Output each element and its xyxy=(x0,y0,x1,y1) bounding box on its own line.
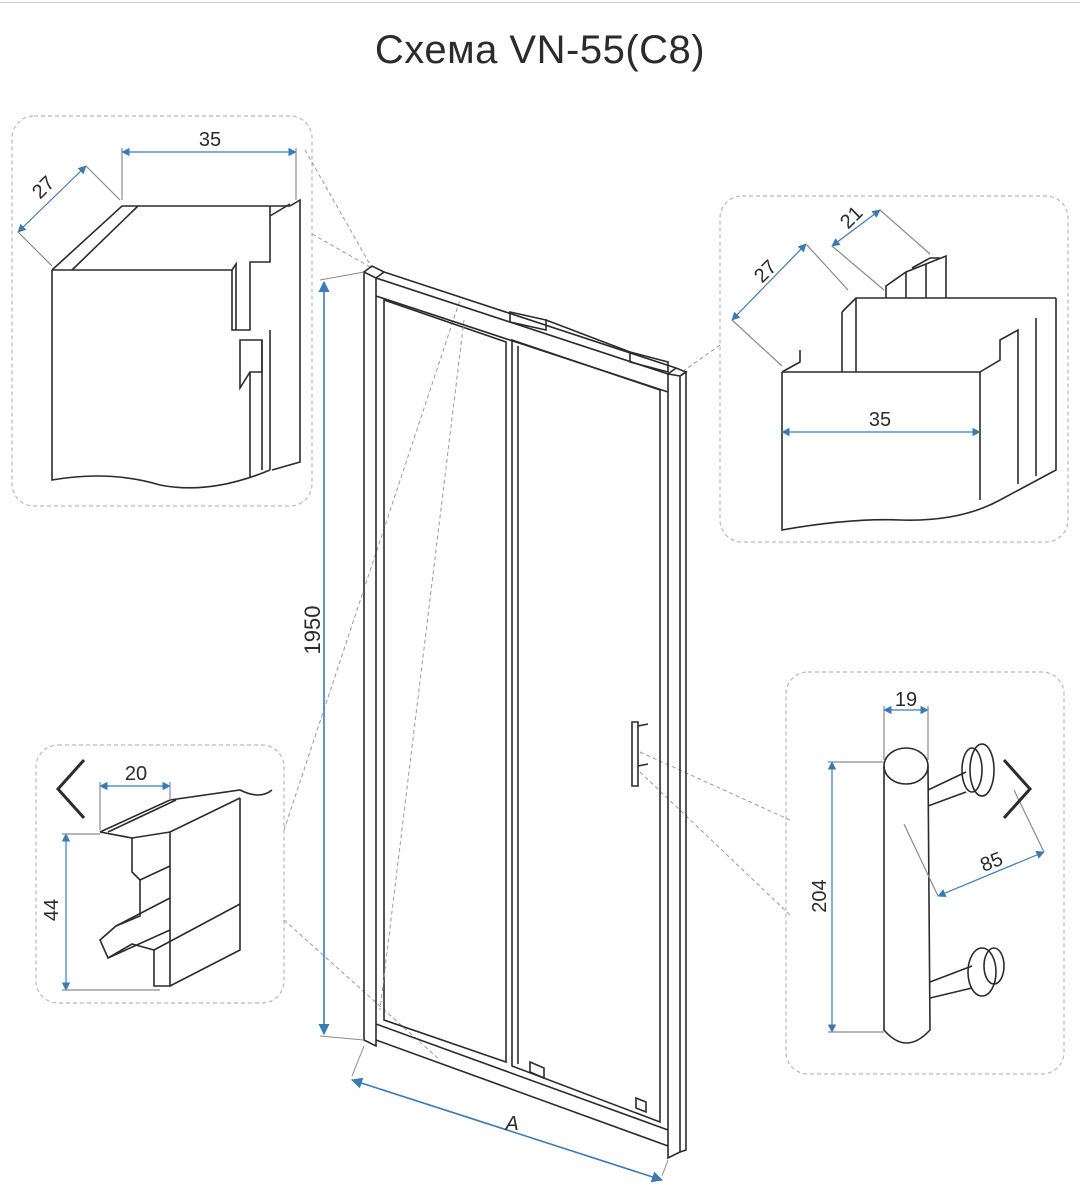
top-divider xyxy=(0,2,1080,3)
dim-handle xyxy=(827,705,1045,1033)
dim-label-21-right: 21 xyxy=(836,202,867,233)
dim-bottom-left xyxy=(61,781,171,991)
profile-top-left xyxy=(51,198,301,489)
page-title: Схема VN-55(C8) xyxy=(374,28,706,72)
dim-label-35-left: 35 xyxy=(199,129,221,151)
door-frame xyxy=(363,265,688,1160)
chevron-left-icon xyxy=(55,758,86,820)
dim-door xyxy=(318,280,664,1183)
dim-label-1950: 1950 xyxy=(300,606,325,655)
dim-label-44: 44 xyxy=(41,899,63,921)
dim-label-a: A xyxy=(504,1113,518,1135)
handle-detail xyxy=(883,743,1005,1044)
next-button[interactable] xyxy=(994,754,1038,824)
leader-lines xyxy=(283,149,791,1061)
callout-frame-bottom-left xyxy=(35,744,285,1004)
chevron-right-icon xyxy=(1002,758,1033,820)
dim-label-27-right: 27 xyxy=(750,256,781,287)
dim-top-left xyxy=(17,147,297,267)
dim-label-35-right: 35 xyxy=(869,409,891,431)
profile-top-right xyxy=(781,254,1057,531)
callout-frame-top-left xyxy=(11,115,313,507)
profile-bottom-left xyxy=(99,789,273,987)
dim-top-right xyxy=(731,209,981,437)
dim-label-27-left: 27 xyxy=(28,172,59,203)
dim-label-19: 19 xyxy=(895,689,917,711)
dim-label-85: 85 xyxy=(977,848,1006,877)
dim-label-20: 20 xyxy=(125,763,147,785)
callout-frame-bottom-right xyxy=(785,671,1065,1075)
prev-button[interactable] xyxy=(50,754,94,824)
dim-label-204: 204 xyxy=(809,879,831,912)
door-leader-detail xyxy=(379,319,465,1011)
callout-frame-top-right xyxy=(719,195,1069,543)
